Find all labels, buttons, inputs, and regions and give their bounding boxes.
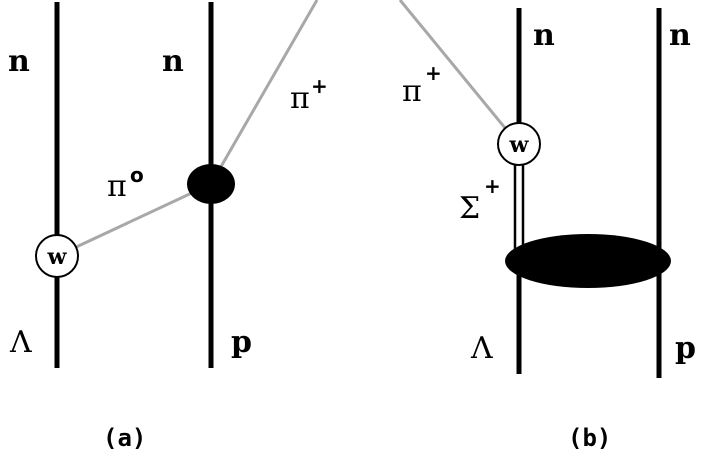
a-pi-zero-sup: o [130,163,144,187]
a-pi-plus-sup: + [311,74,328,98]
b-top-left-label: n [533,18,555,53]
a-bottom-left-label: Λ [9,325,32,360]
diagram-a: w n n Λ p π o π + (a) [8,0,328,452]
b-top-right-label: n [669,18,691,53]
b-sigma-sup: + [484,174,501,198]
a-bottom-right-label: p [231,325,252,360]
a-top-left-label: n [8,44,30,79]
a-pi-zero-label: π [107,169,127,204]
a-pi-plus-line [209,0,319,185]
b-pi-plus-label: π [402,74,422,109]
a-pi-zero-line [56,182,212,258]
b-caption: (b) [568,424,611,452]
a-weak-vertex-label: w [47,244,68,270]
a-strong-vertex-blob [187,164,235,204]
b-bottom-left-label: Λ [470,331,493,366]
a-top-right-label: n [162,44,184,79]
diagram-b: w n n Λ p π + Σ + (b) [398,0,696,452]
b-sigma-label: Σ [459,191,480,226]
a-pi-plus-label: π [290,81,310,116]
a-caption: (a) [103,424,146,452]
b-strong-interaction-blob [505,234,671,288]
b-pi-plus-sup: + [425,61,442,85]
b-weak-vertex [497,122,541,166]
b-bottom-right-label: p [675,331,696,366]
b-weak-vertex-label: w [509,132,530,158]
a-weak-vertex [35,234,79,278]
b-pi-plus-line [398,0,521,146]
